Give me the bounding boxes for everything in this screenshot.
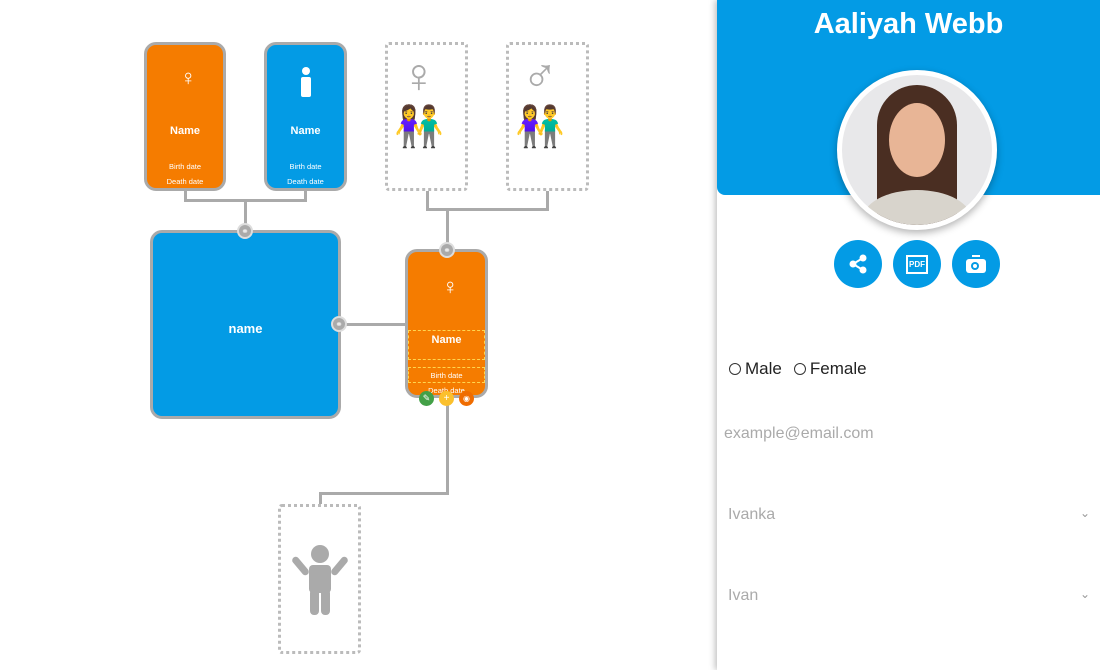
female-icon: ♀ bbox=[442, 274, 459, 299]
connector bbox=[446, 208, 449, 250]
male-radio[interactable] bbox=[729, 363, 741, 375]
add-grandfather-placeholder[interactable]: ♂👫 bbox=[506, 42, 589, 191]
elderly-couple-icon: ♂👫 bbox=[515, 50, 565, 149]
mother-card[interactable]: ♀ Name Birth date Death date bbox=[144, 42, 226, 191]
male-label[interactable]: Male bbox=[745, 359, 782, 378]
parents-link-icon[interactable]: ⚭ bbox=[237, 223, 253, 239]
father-card[interactable]: Name Birth date Death date bbox=[264, 42, 347, 191]
share-button[interactable] bbox=[834, 240, 882, 288]
card-name: Name bbox=[290, 125, 321, 137]
camera-button[interactable]: ◉ bbox=[459, 391, 474, 406]
mother-select[interactable]: Ivanka ⌄ bbox=[728, 506, 1098, 524]
email-field[interactable]: example@email.com bbox=[724, 425, 874, 442]
chevron-down-icon: ⌄ bbox=[1079, 506, 1090, 520]
share-icon bbox=[849, 254, 867, 274]
pdf-button[interactable]: PDF bbox=[893, 240, 941, 288]
male-icon bbox=[300, 67, 312, 97]
connector bbox=[304, 190, 307, 202]
card-death: Death date bbox=[166, 177, 204, 186]
pdf-icon: PDF bbox=[906, 254, 928, 274]
connector bbox=[426, 208, 549, 211]
partner-link-icon[interactable]: ⚭ bbox=[331, 316, 347, 332]
child-icon bbox=[290, 545, 350, 615]
connector bbox=[340, 323, 406, 326]
elderly-couple-icon: ♀👫 bbox=[394, 50, 444, 149]
card-birth: Birth date bbox=[289, 162, 322, 171]
main-person-card[interactable]: name bbox=[150, 230, 341, 419]
parents-link-icon[interactable]: ⚭ bbox=[439, 242, 455, 258]
add-child-placeholder[interactable] bbox=[278, 504, 361, 654]
female-radio[interactable] bbox=[793, 363, 806, 375]
connector bbox=[546, 190, 549, 211]
connector bbox=[319, 492, 322, 506]
female-icon: ♀ bbox=[180, 65, 197, 90]
card-death: Death date bbox=[287, 177, 324, 186]
chevron-down-icon: ⌄ bbox=[1079, 587, 1090, 601]
card-birth: Birth date bbox=[168, 162, 202, 171]
father-select-value: Ivan bbox=[728, 587, 759, 604]
connector bbox=[319, 492, 449, 495]
camera-icon bbox=[966, 255, 986, 273]
add-grandmother-placeholder[interactable]: ♀👫 bbox=[385, 42, 468, 191]
mother-select-value: Ivanka bbox=[728, 506, 776, 523]
connector bbox=[184, 190, 187, 202]
connector bbox=[426, 190, 429, 211]
partner-card[interactable]: ♀ Name Birth date Death date bbox=[405, 249, 488, 398]
card-name: Name bbox=[170, 125, 200, 137]
father-select[interactable]: Ivan ⌄ bbox=[728, 587, 1098, 605]
card-name: name bbox=[228, 321, 263, 336]
camera-button[interactable] bbox=[952, 240, 1000, 288]
avatar[interactable] bbox=[837, 70, 997, 230]
female-label[interactable]: Female bbox=[809, 359, 867, 378]
card-name: Name bbox=[431, 334, 462, 346]
person-name-title: Aaliyah Webb bbox=[813, 8, 1004, 40]
details-panel: Aaliyah Webb PDF Male Female example@ema… bbox=[717, 0, 1100, 670]
card-death: Death date bbox=[428, 386, 465, 395]
edit-button[interactable]: ✎ bbox=[419, 391, 434, 406]
connector bbox=[244, 199, 247, 231]
connector bbox=[446, 397, 449, 495]
add-button[interactable]: + bbox=[439, 391, 454, 406]
card-birth: Birth date bbox=[430, 371, 463, 380]
